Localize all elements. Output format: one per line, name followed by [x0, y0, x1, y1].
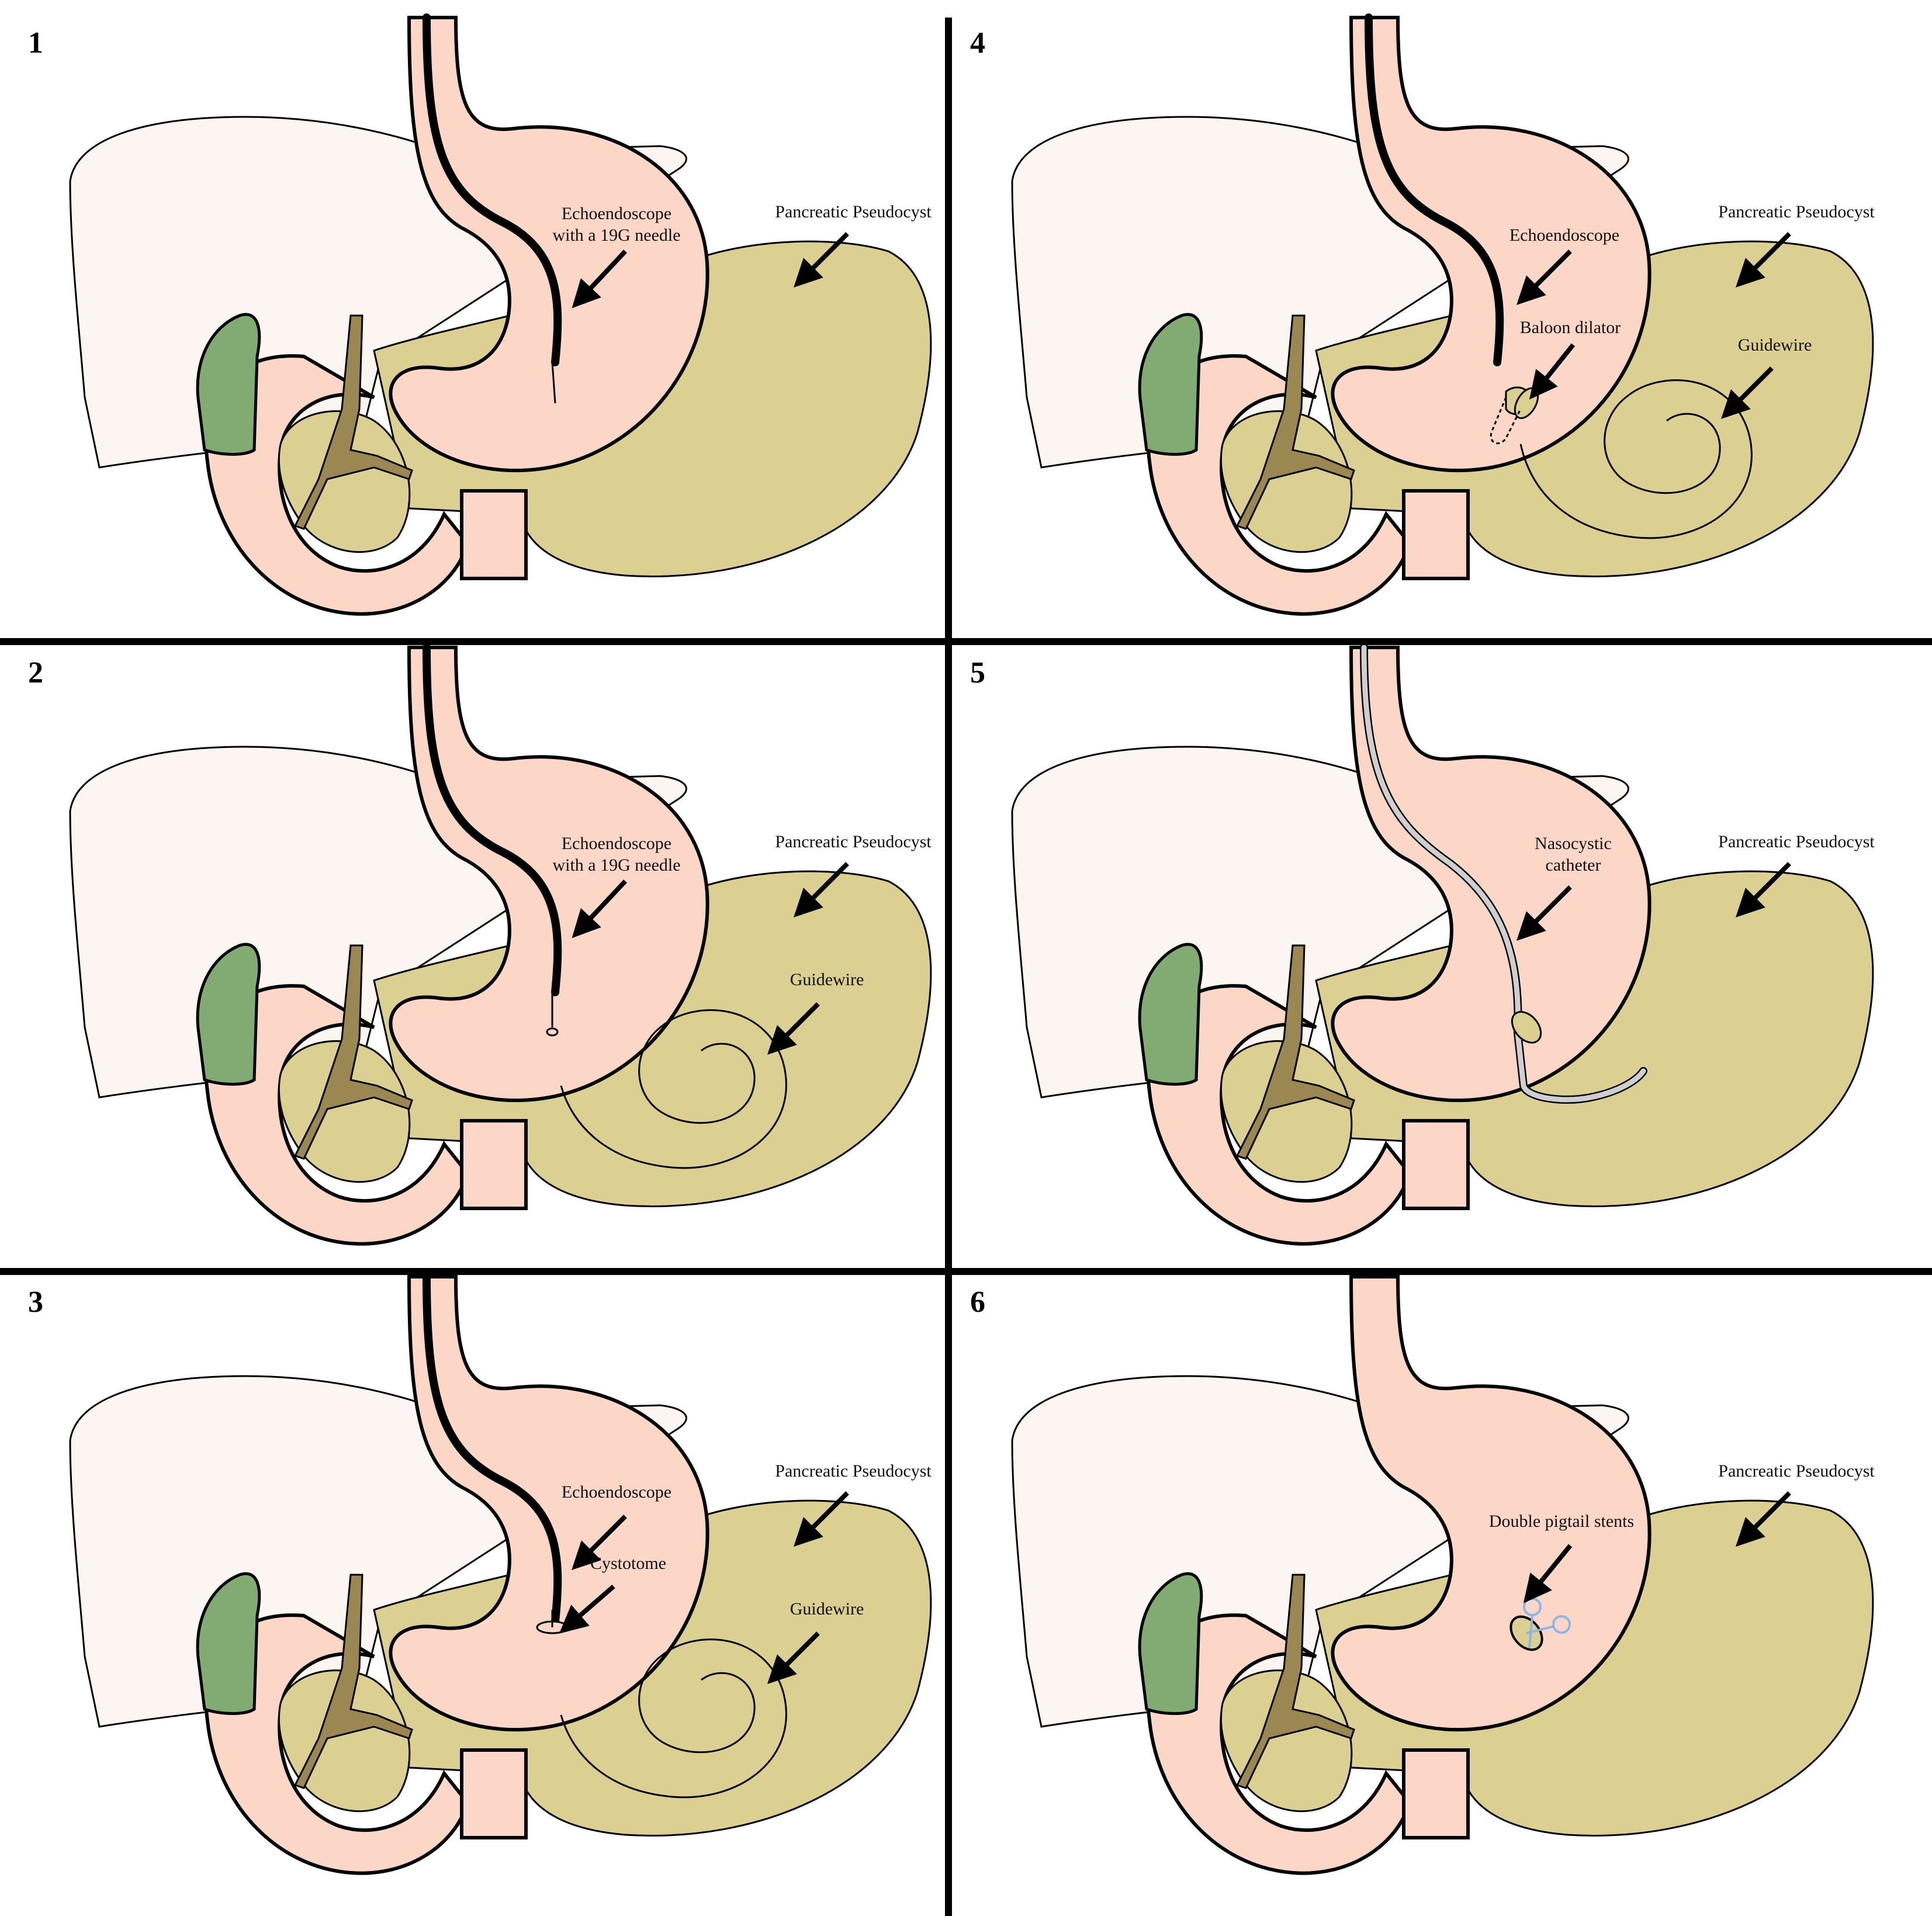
aorta [1402, 1748, 1470, 1839]
cyst-arrow [794, 232, 849, 287]
bile-duct [293, 1574, 413, 1789]
gallbladder [1138, 313, 1203, 456]
guidewire-label: Guidewire [790, 970, 864, 989]
scope-arrow [572, 879, 627, 938]
gallbladder [196, 1572, 261, 1715]
guidewire-coil [560, 1638, 787, 1799]
cyst-arrow [1736, 862, 1791, 917]
tool-arrow [559, 1584, 615, 1634]
panel-6: 6 Double pigtail stents Pancreatic Pseud… [970, 1275, 1875, 1875]
tool-arrow [1529, 343, 1576, 400]
guidewire-coil [1519, 379, 1753, 539]
horizontal-divider-1 [0, 638, 1932, 645]
bile-duct [293, 314, 413, 530]
esophagus-and-stomach [389, 646, 709, 1103]
panel-number: 1 [28, 26, 43, 60]
panel-number: 6 [970, 1286, 985, 1319]
aorta [460, 1119, 528, 1210]
stent-label: Double pigtail stents [1489, 1512, 1634, 1531]
esophagus-and-stomach [1331, 1275, 1651, 1732]
vertical-divider [945, 18, 952, 1916]
esophagus-and-stomach [1331, 16, 1651, 473]
esophagus-and-stomach [1331, 646, 1651, 1103]
panel-number: 5 [970, 656, 985, 690]
echoendoscope [423, 643, 562, 996]
guidewire-label: Guidewire [1738, 335, 1812, 355]
gallbladder [1138, 943, 1203, 1086]
anatomy [1011, 646, 1874, 1246]
panel-number: 3 [28, 1286, 43, 1319]
scope-arrow [1516, 885, 1572, 941]
echoendoscope [423, 1273, 562, 1626]
anatomy [1011, 16, 1874, 616]
cyst-arrow [794, 1491, 849, 1547]
aorta [1402, 1119, 1470, 1210]
scope-label: Echoendoscope [562, 1482, 671, 1502]
cyst-arrow [794, 862, 849, 917]
bile-duct [1235, 944, 1355, 1160]
esophagus-and-stomach [389, 16, 709, 473]
cyst-arrow [1736, 232, 1791, 287]
esophagus-and-stomach [389, 1275, 709, 1732]
bile-duct [1235, 314, 1355, 530]
cyst-label: Pancreatic Pseudocyst [1718, 202, 1875, 221]
puncture-site [546, 1027, 559, 1037]
scope-label: Echoendoscope [562, 204, 671, 223]
anatomy [69, 1275, 932, 1875]
scope-arrow [1516, 250, 1572, 305]
scope-label-line2: with a 19G needle [552, 855, 680, 875]
panel-number: 4 [970, 26, 985, 60]
cyst-label: Pancreatic Pseudocyst [1718, 832, 1875, 851]
anatomy [69, 646, 932, 1246]
scope-label: Echoendoscope [1509, 226, 1619, 245]
tool-label: Baloon dilator [1520, 318, 1621, 337]
horizontal-divider-2 [0, 1268, 1932, 1275]
scope-arrow [572, 1515, 627, 1570]
cyst-label: Pancreatic Pseudocyst [775, 1461, 932, 1481]
panel-number: 2 [28, 656, 43, 690]
anatomy [1011, 1275, 1874, 1875]
anatomy [69, 16, 932, 616]
guidewire-label: Guidewire [790, 1599, 864, 1619]
cystogastrostomy-site [1511, 1011, 1542, 1044]
nasocystic-catheter-fill [1361, 645, 1646, 1103]
cyst-arrow [1736, 1491, 1791, 1547]
aorta [460, 1748, 528, 1839]
bile-duct [293, 944, 413, 1160]
cyst-label: Pancreatic Pseudocyst [1718, 1461, 1875, 1481]
panel-3: 3 Echoendoscope Cystotome Pancreatic Pse… [28, 1273, 932, 1875]
guidewire-arrow [767, 1631, 820, 1684]
stent-arrow [1523, 1544, 1573, 1603]
guidewire-arrow [1721, 366, 1774, 419]
aorta [1402, 489, 1470, 580]
gallbladder [196, 943, 261, 1086]
stent-body-2 [1526, 1625, 1555, 1634]
panel-5: 5 Nasocystic catheter Pancreatic Pseudoc… [970, 643, 1875, 1246]
stent-pigtail-right [1552, 1615, 1571, 1634]
scope-label-line2: with a 19G needle [552, 226, 680, 245]
needle [551, 362, 556, 404]
cyst-label: Pancreatic Pseudocyst [775, 832, 932, 851]
tool-label: Cystotome [590, 1554, 666, 1573]
gallbladder [196, 313, 261, 456]
guidewire-coil [560, 1009, 787, 1169]
cyst-label: Pancreatic Pseudocyst [775, 202, 932, 221]
guidewire-arrow [767, 1002, 820, 1055]
gallbladder [1138, 1572, 1203, 1715]
panel-4: 4 Echoendoscope Baloon dilator Pancreati… [970, 13, 1875, 616]
echoendoscope [1365, 13, 1504, 366]
scope-arrow [572, 250, 627, 309]
scope-label: Nasocystic [1535, 834, 1612, 853]
scope-label-line2: catheter [1546, 855, 1601, 875]
panel-1: 1 Echoendoscope with a 19G needle Pancre… [28, 13, 932, 616]
aorta [460, 489, 528, 580]
bile-duct [1235, 1574, 1355, 1789]
echoendoscope [423, 13, 562, 366]
scope-label: Echoendoscope [562, 834, 671, 853]
panel-2: 2 Echoendoscope with a 19G needle Pancre… [28, 643, 932, 1246]
